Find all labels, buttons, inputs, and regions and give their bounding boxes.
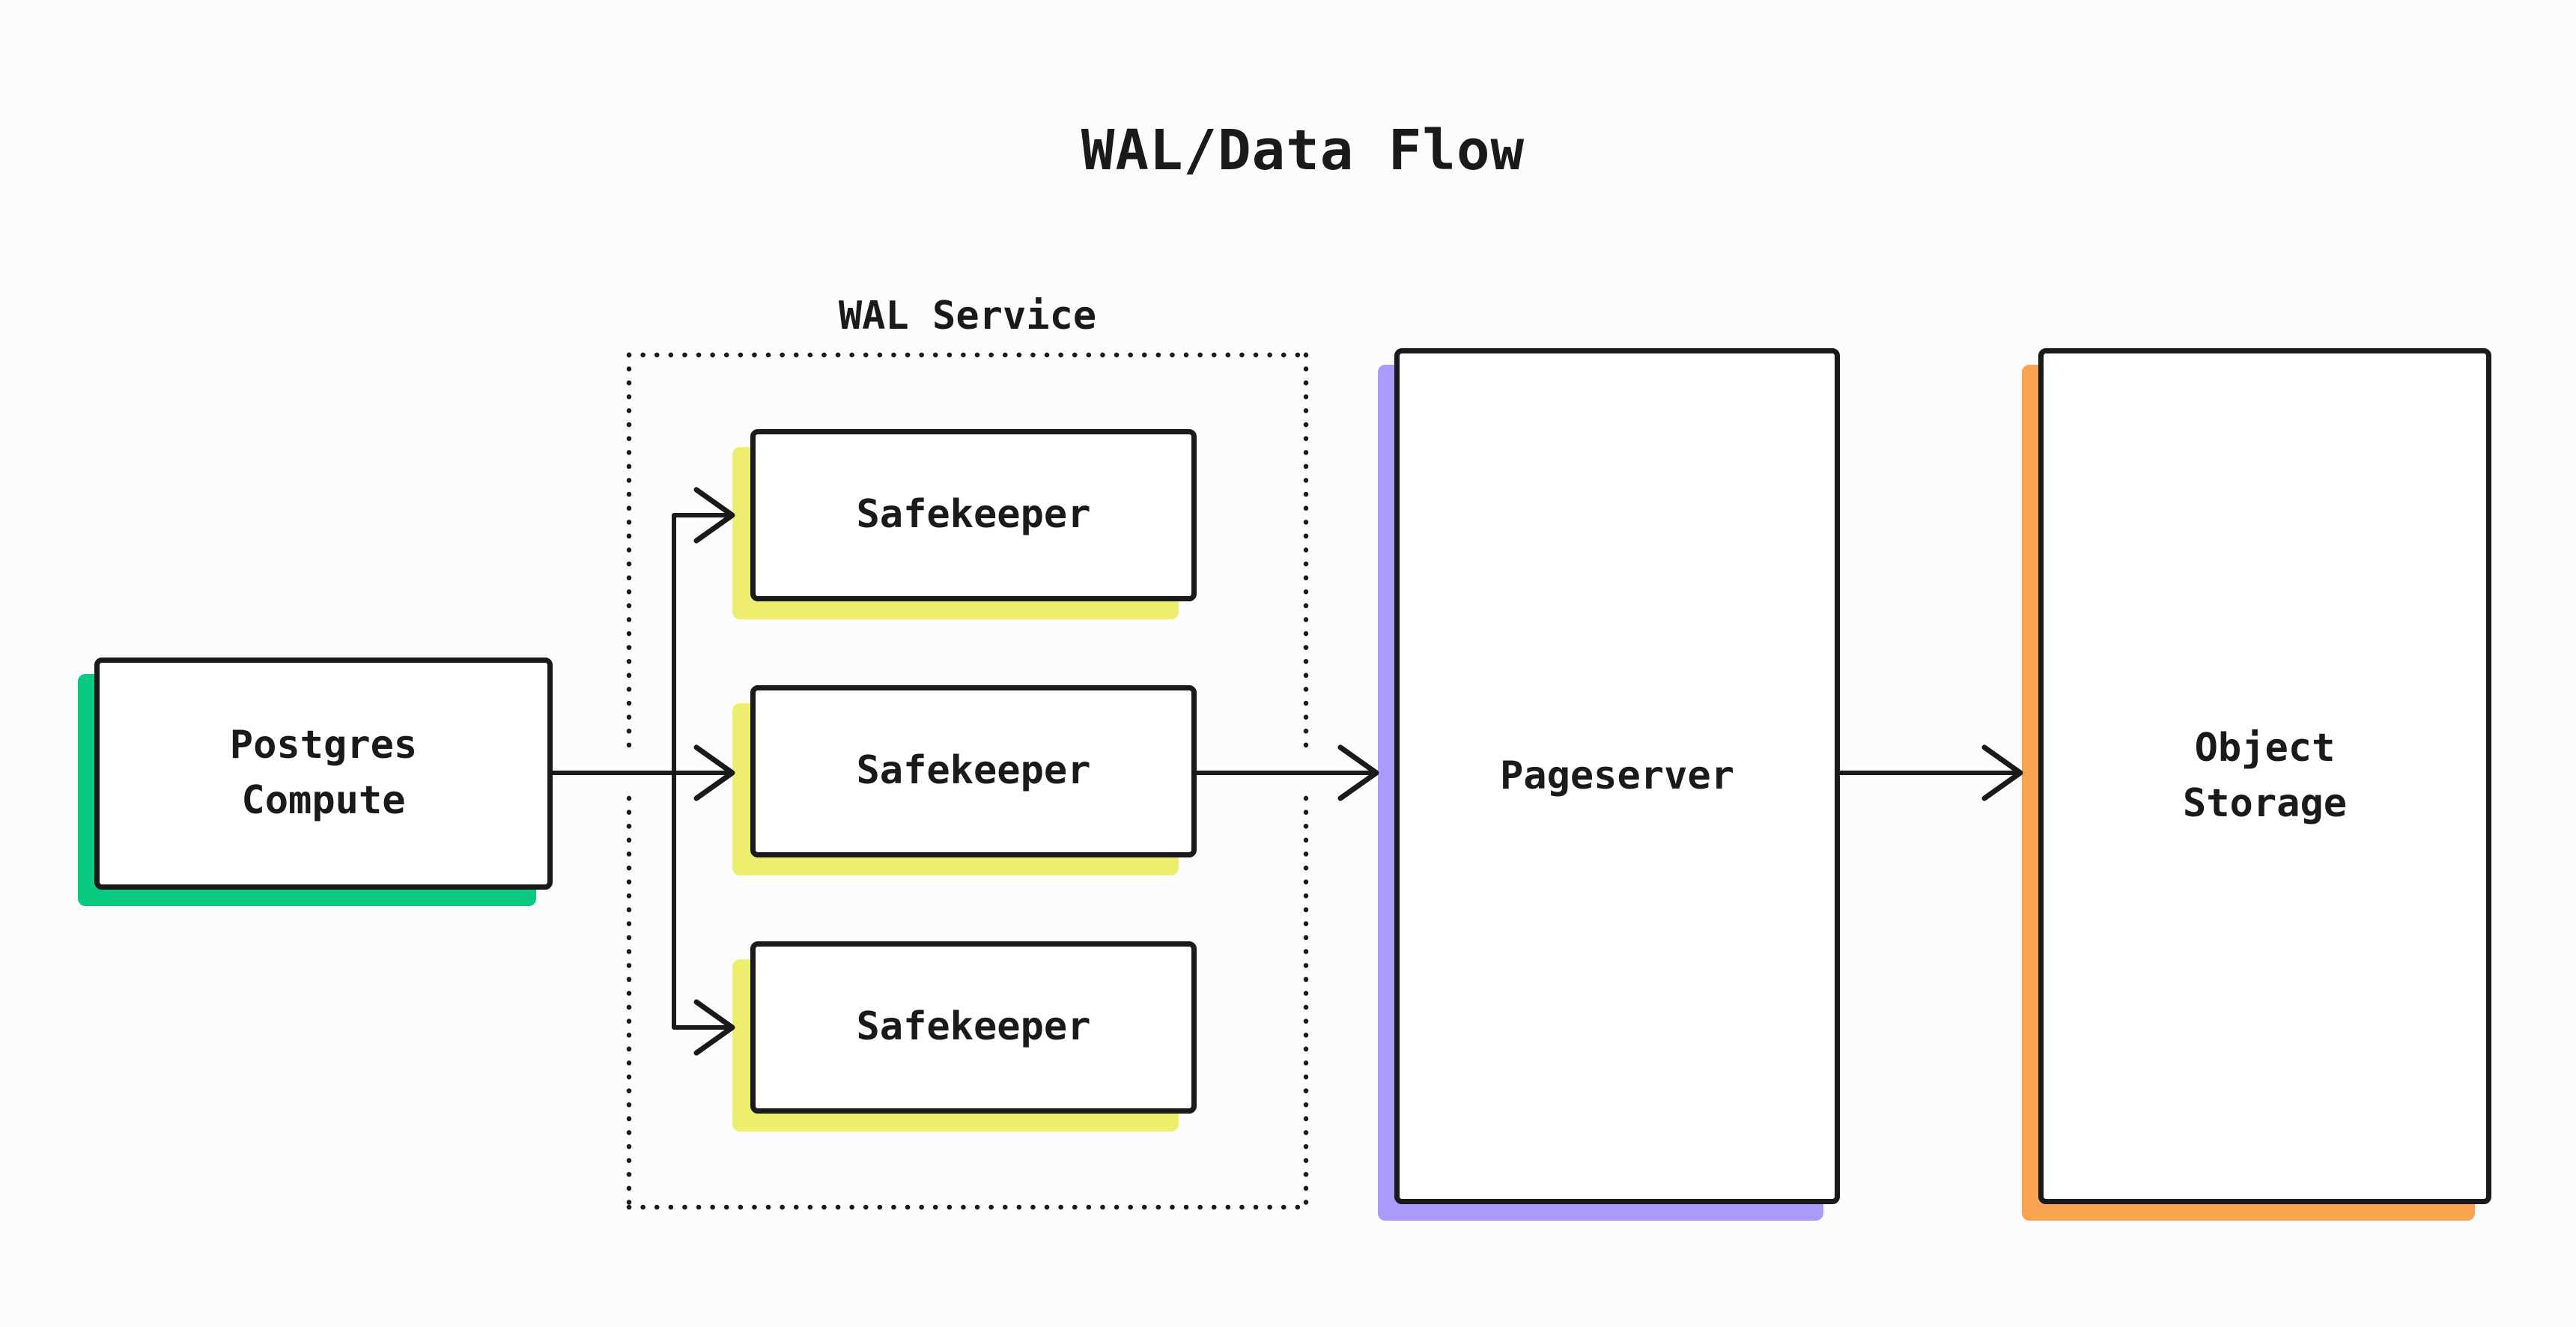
arrow-safekeeper-to-pageserver (1194, 744, 1379, 801)
safekeeper-node-2: Safekeeper (750, 685, 1197, 857)
safekeeper-node-1: Safekeeper (750, 429, 1197, 601)
arrowhead-pageserver (1337, 744, 1379, 801)
pageserver-label: Pageserver (1499, 753, 1735, 798)
safekeeper-label-2: Safekeeper (856, 748, 1091, 794)
arrow-pageserver-to-object-storage (1838, 744, 2023, 801)
arrowhead-safekeeper-3 (693, 999, 735, 1056)
arrow-postgres-to-safekeepers (550, 487, 735, 1056)
safekeeper-label-1: Safekeeper (856, 492, 1091, 538)
postgres-compute-node: Postgres Compute (94, 658, 553, 890)
arrowhead-safekeeper-2 (693, 744, 735, 801)
safekeeper-label-3: Safekeeper (856, 1004, 1091, 1050)
arrowhead-object-storage (1981, 744, 2023, 801)
arrowhead-safekeeper-1 (693, 487, 735, 544)
object-storage-label: Object Storage (2182, 725, 2348, 826)
branch-line-up (672, 513, 730, 775)
postgres-compute-label: Postgres Compute (229, 723, 418, 823)
wal-service-label: WAL Service (838, 294, 1097, 338)
safekeeper-node-3: Safekeeper (750, 941, 1197, 1114)
diagram-title: WAL/Data Flow (1081, 118, 1525, 183)
object-storage-node: Object Storage (2038, 348, 2491, 1204)
branch-line-down (672, 771, 730, 1030)
pageserver-node: Pageserver (1394, 348, 1840, 1204)
